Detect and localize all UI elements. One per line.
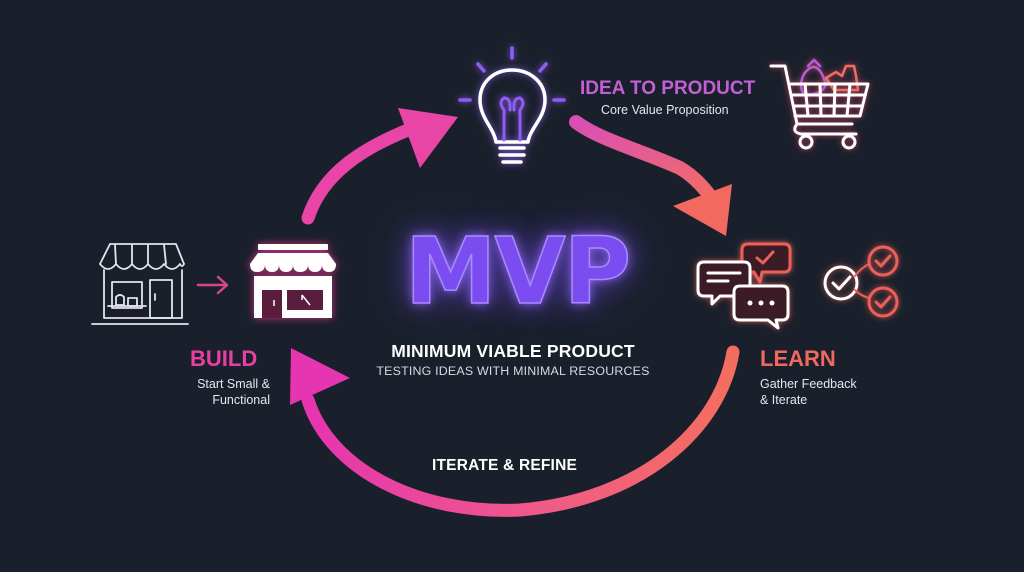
build-subtitle-line: Start Small & xyxy=(197,377,270,391)
arrow-sketch-to-store xyxy=(196,275,229,295)
learn-stage-title: LEARN xyxy=(760,346,836,371)
idea-stage-subtitle: Core Value Proposition xyxy=(601,103,729,117)
mvp-title: MINIMUM VIABLE PRODUCT xyxy=(391,341,635,361)
arrow-build-to-idea xyxy=(301,108,458,225)
idea-stage-title: IDEA TO PRODUCT xyxy=(580,78,756,99)
learn-subtitle-line: Gather Feedback xyxy=(760,377,857,391)
mvp-subtitle: TESTING IDEAS WITH MINIMAL RESOURCES xyxy=(376,364,650,378)
arrow-learn-to-build xyxy=(290,345,740,517)
learn-stage-subtitle: Gather Feedback & Iterate xyxy=(760,376,857,408)
build-stage-title: BUILD xyxy=(190,346,258,371)
arrow-idea-to-learn xyxy=(569,115,732,236)
iterate-refine-label: ITERATE & REFINE xyxy=(432,457,578,474)
mvp-acronym: MVP xyxy=(404,218,632,325)
build-stage-subtitle: Start Small & Functional xyxy=(180,376,270,408)
learn-subtitle-line: & Iterate xyxy=(760,393,808,407)
build-subtitle-line: Functional xyxy=(212,393,270,407)
